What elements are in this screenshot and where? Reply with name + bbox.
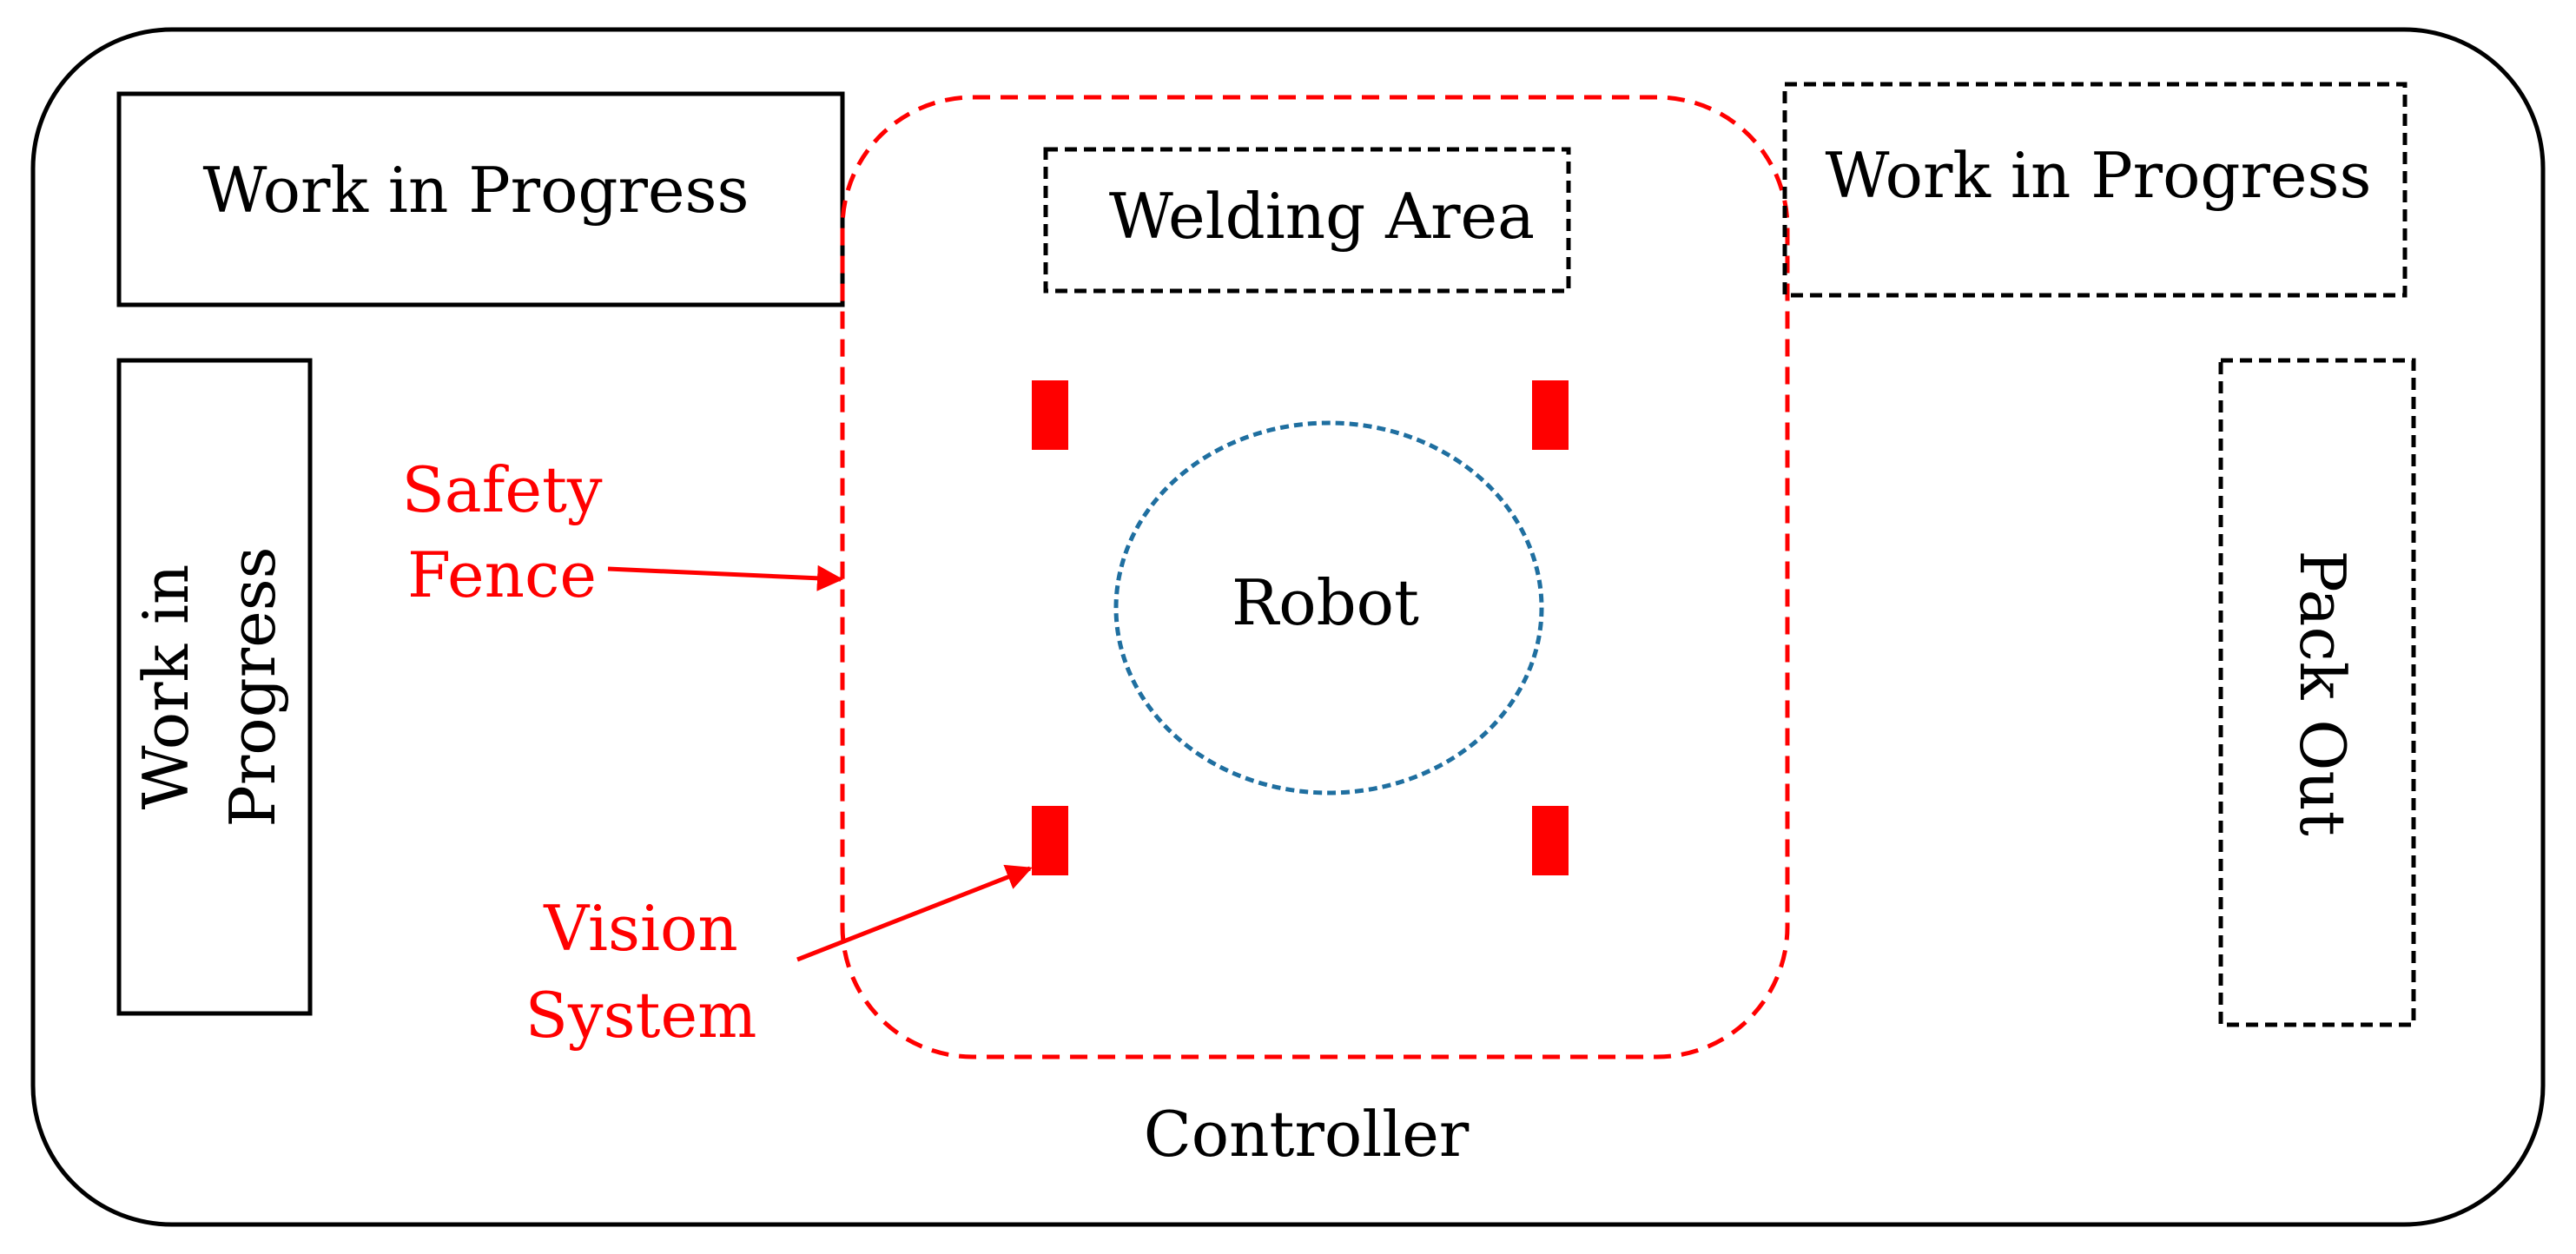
- safety-fence-arrow: [607, 564, 843, 591]
- wip-top-left-box: [116, 91, 845, 307]
- vision-system-arrow: [796, 864, 1033, 962]
- vision-sensor-top-left: [1032, 380, 1068, 450]
- safety-fence-label-line2: Fence: [407, 538, 597, 611]
- vision-sensor-top-right: [1532, 380, 1569, 450]
- vision-system-label-line2: System: [525, 979, 757, 1052]
- pack-out-box: [2218, 358, 2416, 1027]
- pack-out-label: Pack Out: [2286, 550, 2359, 835]
- vision-sensor-bottom-right: [1532, 806, 1569, 875]
- wip-top-right-label: Work in Progress: [1826, 139, 2372, 212]
- vision-system-label-line1: Vision: [543, 892, 737, 965]
- wip-left-box: [116, 358, 313, 1016]
- safety-fence-label-line1: Safety: [401, 453, 602, 526]
- controller-boundary: [30, 27, 2546, 1227]
- vision-sensor-bottom-left: [1032, 806, 1068, 875]
- wip-left-label-line1: Work in: [129, 564, 202, 810]
- robot-label: Robot: [1232, 566, 1419, 639]
- welding-area-box: [1043, 147, 1571, 294]
- wip-top-right-box: [1782, 82, 2408, 298]
- robot-zone: [1113, 420, 1544, 795]
- controller-label: Controller: [1144, 1098, 1470, 1171]
- wip-top-left-label: Work in Progress: [203, 154, 750, 227]
- wip-left-label-line2: Progress: [216, 546, 289, 827]
- welding-area-label: Welding Area: [1109, 180, 1535, 253]
